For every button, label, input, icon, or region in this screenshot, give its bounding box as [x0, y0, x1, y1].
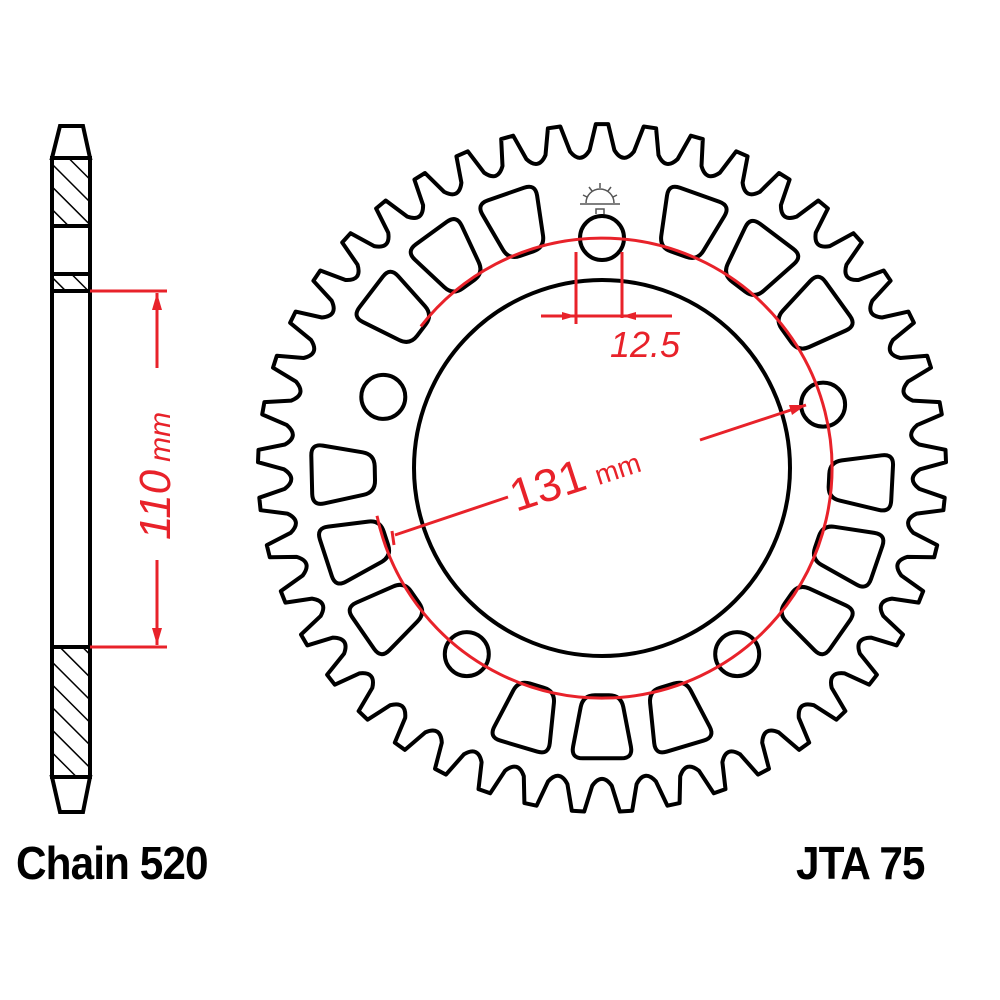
- part-number-label: JTA 75: [796, 837, 925, 889]
- side-profile-lower-hatch: [50, 645, 92, 779]
- side-profile-upper-gap: [50, 224, 92, 276]
- sprocket-windows: [309, 184, 896, 761]
- center-bore: [412, 278, 792, 658]
- lightening-window: [779, 584, 855, 657]
- dimension-131mm: [390, 403, 807, 546]
- side-profile-view: [49, 124, 93, 814]
- lightening-window: [826, 453, 896, 513]
- lightening-window: [354, 269, 432, 344]
- lightening-window: [478, 184, 546, 259]
- lightening-window: [724, 218, 801, 297]
- sprocket-teeth: [256, 122, 948, 814]
- lightening-window: [811, 524, 886, 589]
- side-profile-upper-hatch: [50, 156, 92, 228]
- lightening-window: [776, 274, 855, 351]
- lightening-window: [659, 184, 729, 260]
- lightening-window: [490, 680, 557, 755]
- dimension-12-5-label: 12.5: [610, 324, 681, 365]
- lightening-window: [309, 443, 377, 506]
- bolt-circle-arc: [375, 236, 834, 700]
- chain-size-label: Chain 520: [16, 837, 209, 889]
- bolt-hole: [359, 372, 408, 421]
- lightening-window: [347, 582, 425, 657]
- dimension-110-label: 110mm: [131, 412, 180, 540]
- bolt-holes: [359, 214, 848, 679]
- lightening-window: [408, 217, 483, 294]
- sprocket-outline: [256, 122, 948, 814]
- lightening-window: [570, 693, 634, 761]
- lightening-window: [647, 680, 714, 755]
- dimension-12-5: [541, 252, 672, 324]
- sun-logo-icon: [580, 183, 620, 214]
- lightening-window: [317, 519, 392, 586]
- side-profile-top-tip: [49, 124, 93, 160]
- side-profile-hub: [50, 289, 92, 649]
- dimension-110mm: [90, 289, 167, 649]
- side-profile-hub-hatch: [50, 272, 92, 293]
- side-profile-bottom-tip: [49, 775, 93, 814]
